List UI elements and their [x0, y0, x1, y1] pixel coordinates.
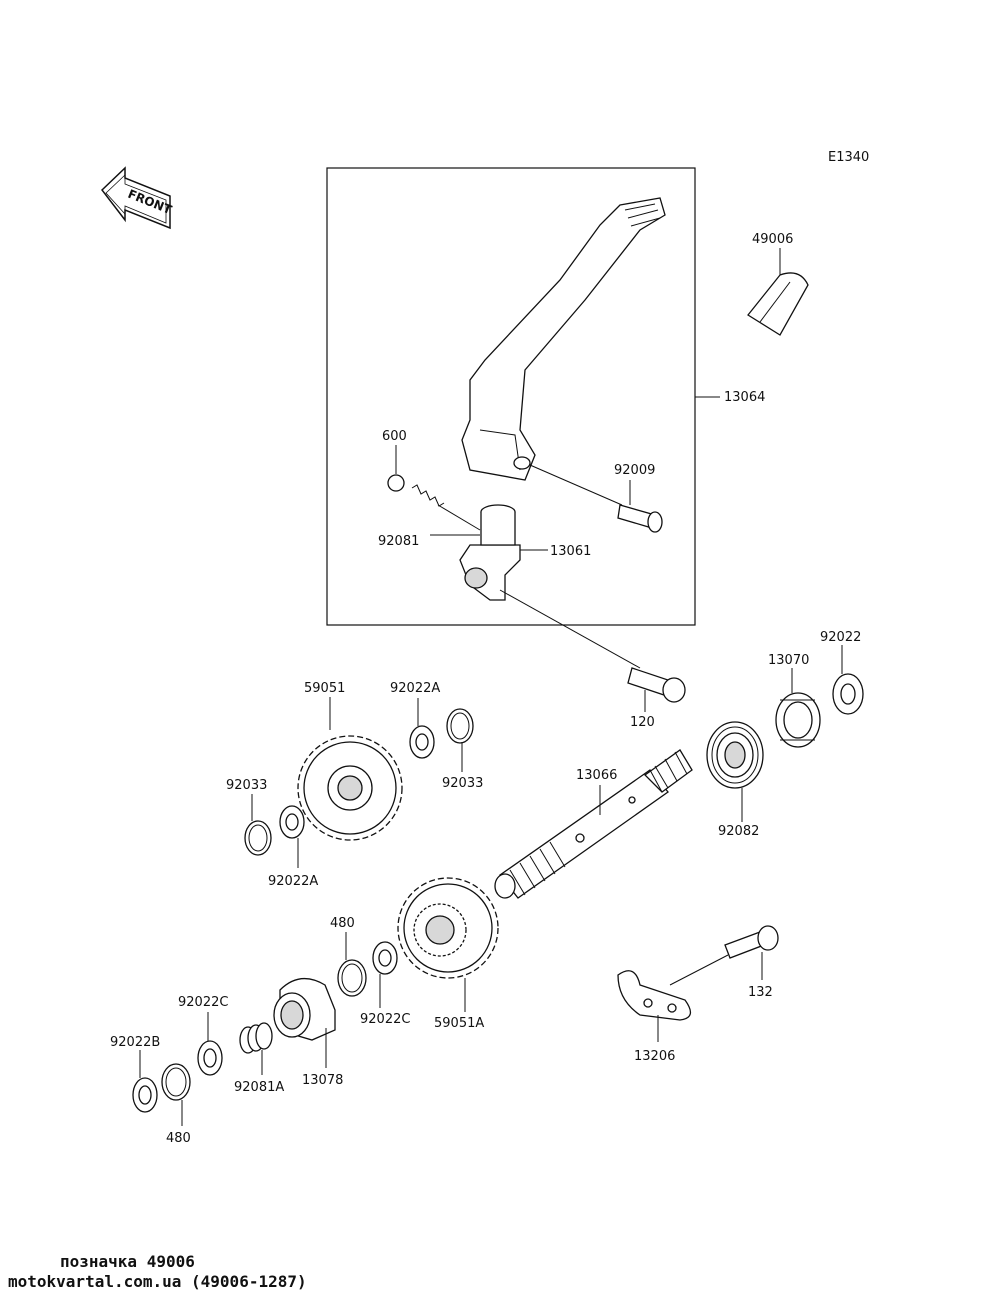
- ball-part: [387, 474, 405, 492]
- kick-pedal-arm: [461, 197, 666, 481]
- kick-rubber-part: [747, 272, 809, 336]
- plate-part: [617, 970, 692, 1021]
- label-13061: 13061: [550, 544, 591, 559]
- label-13064: 13064: [724, 390, 765, 405]
- label-92022: 92022: [820, 630, 861, 645]
- gear-59051-part: [297, 735, 403, 841]
- washer-92022b-part: [132, 1077, 158, 1113]
- gear-59051a-part: [397, 877, 499, 979]
- circlip-right-part: [446, 708, 474, 744]
- circlip-left-part: [244, 820, 272, 856]
- washer-92022a-top-part: [409, 725, 435, 759]
- label-59051a: 59051A: [434, 1016, 484, 1031]
- label-92082: 92082: [718, 824, 759, 839]
- spring-part: [411, 484, 445, 507]
- label-120: 120: [630, 715, 655, 730]
- footer-source: motokvartal.com.ua (49006-1287): [8, 1272, 307, 1291]
- label-480-bottom: 480: [166, 1131, 191, 1146]
- label-49006: 49006: [752, 232, 793, 247]
- washer-92022a-bottom-part: [279, 805, 305, 839]
- spring-92081a-part: [239, 1022, 273, 1054]
- bolt-132-part: [724, 925, 779, 959]
- circlip-480-bottom-part: [161, 1063, 191, 1101]
- ratchet-part: [273, 978, 336, 1041]
- guide-part: [775, 692, 821, 748]
- footer-caption: позначка 49006: [60, 1252, 195, 1271]
- label-92022a-top: 92022A: [390, 681, 440, 696]
- bolt-part: [617, 504, 663, 533]
- washer-92022-part: [832, 673, 864, 715]
- label-13078: 13078: [302, 1073, 343, 1088]
- label-13206: 13206: [634, 1049, 675, 1064]
- label-92033-right: 92033: [442, 776, 483, 791]
- label-13070: 13070: [768, 653, 809, 668]
- label-92022b: 92022B: [110, 1035, 160, 1050]
- front-arrow-icon: FRONT: [100, 166, 174, 230]
- label-132: 132: [748, 985, 773, 1000]
- circlip-480-top-part: [337, 959, 367, 997]
- label-92022c-right: 92022C: [360, 1012, 410, 1027]
- torsion-spring-part: [706, 721, 764, 789]
- label-92022a-bottom: 92022A: [268, 874, 318, 889]
- label-600: 600: [382, 429, 407, 444]
- label-59051: 59051: [304, 681, 345, 696]
- label-92081a: 92081A: [234, 1080, 284, 1095]
- bolt-120-part: [627, 667, 686, 703]
- label-92033-left: 92033: [226, 778, 267, 793]
- label-92081: 92081: [378, 534, 419, 549]
- label-13066: 13066: [576, 768, 617, 783]
- label-92009: 92009: [614, 463, 655, 478]
- washer-92022c-right-part: [372, 941, 398, 975]
- washer-92022c-left-part: [197, 1040, 223, 1076]
- diagram-code: E1340: [828, 150, 869, 165]
- pedal-holder-part: [459, 504, 521, 601]
- label-92022c-left: 92022C: [178, 995, 228, 1010]
- label-480-top: 480: [330, 916, 355, 931]
